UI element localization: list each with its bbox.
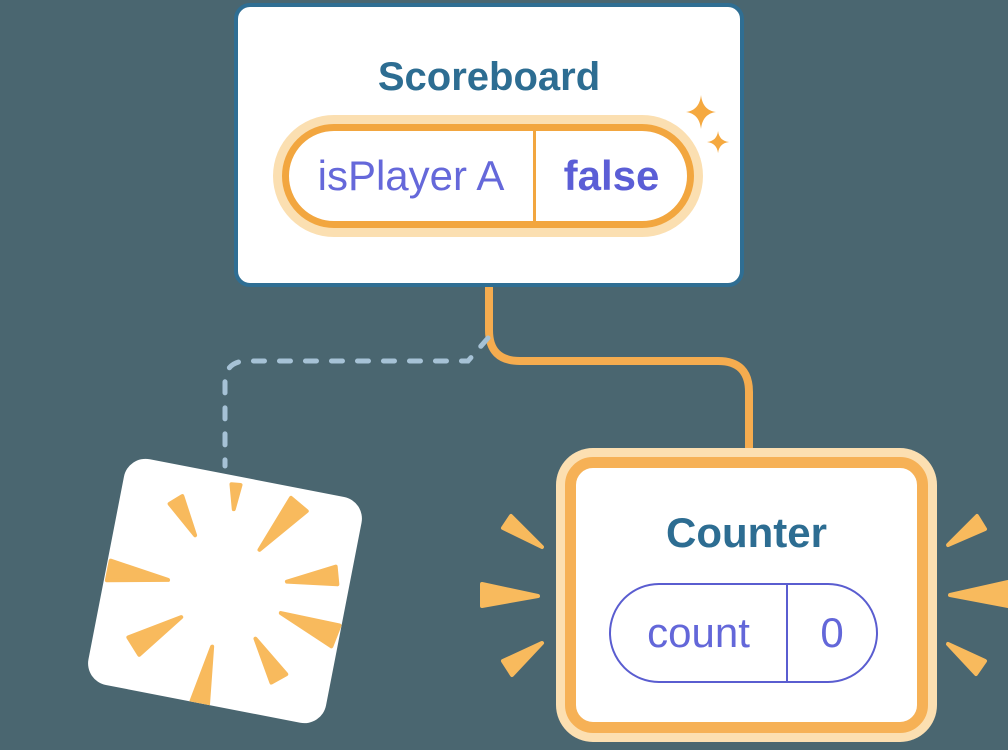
state-name-label: count (647, 609, 750, 656)
counter-title: Counter (666, 509, 827, 556)
scoreboard-state-pill: isPlayer A false (282, 124, 694, 228)
counter-state-pill: count 0 (609, 583, 878, 683)
connector-scoreboard-to-destroyed (222, 335, 491, 469)
state-name-cell: isPlayer A (289, 131, 536, 221)
counter-card: Counter count 0 (565, 457, 928, 733)
state-name-cell: count (611, 585, 788, 681)
poof-burst-icon (104, 482, 342, 707)
state-value-cell: 0 (788, 585, 876, 681)
sparkles-icon (686, 95, 730, 154)
scoreboard-title: Scoreboard (377, 55, 601, 99)
scoreboard-card: Scoreboard isPlayer A false (234, 3, 744, 287)
destroyed-card (84, 455, 366, 727)
state-value-label: false (563, 152, 660, 199)
state-name-label: isPlayer A (317, 152, 505, 199)
state-value-cell: false (536, 131, 687, 221)
connector-scoreboard-to-counter (485, 283, 753, 460)
state-value-label: 0 (820, 609, 844, 656)
